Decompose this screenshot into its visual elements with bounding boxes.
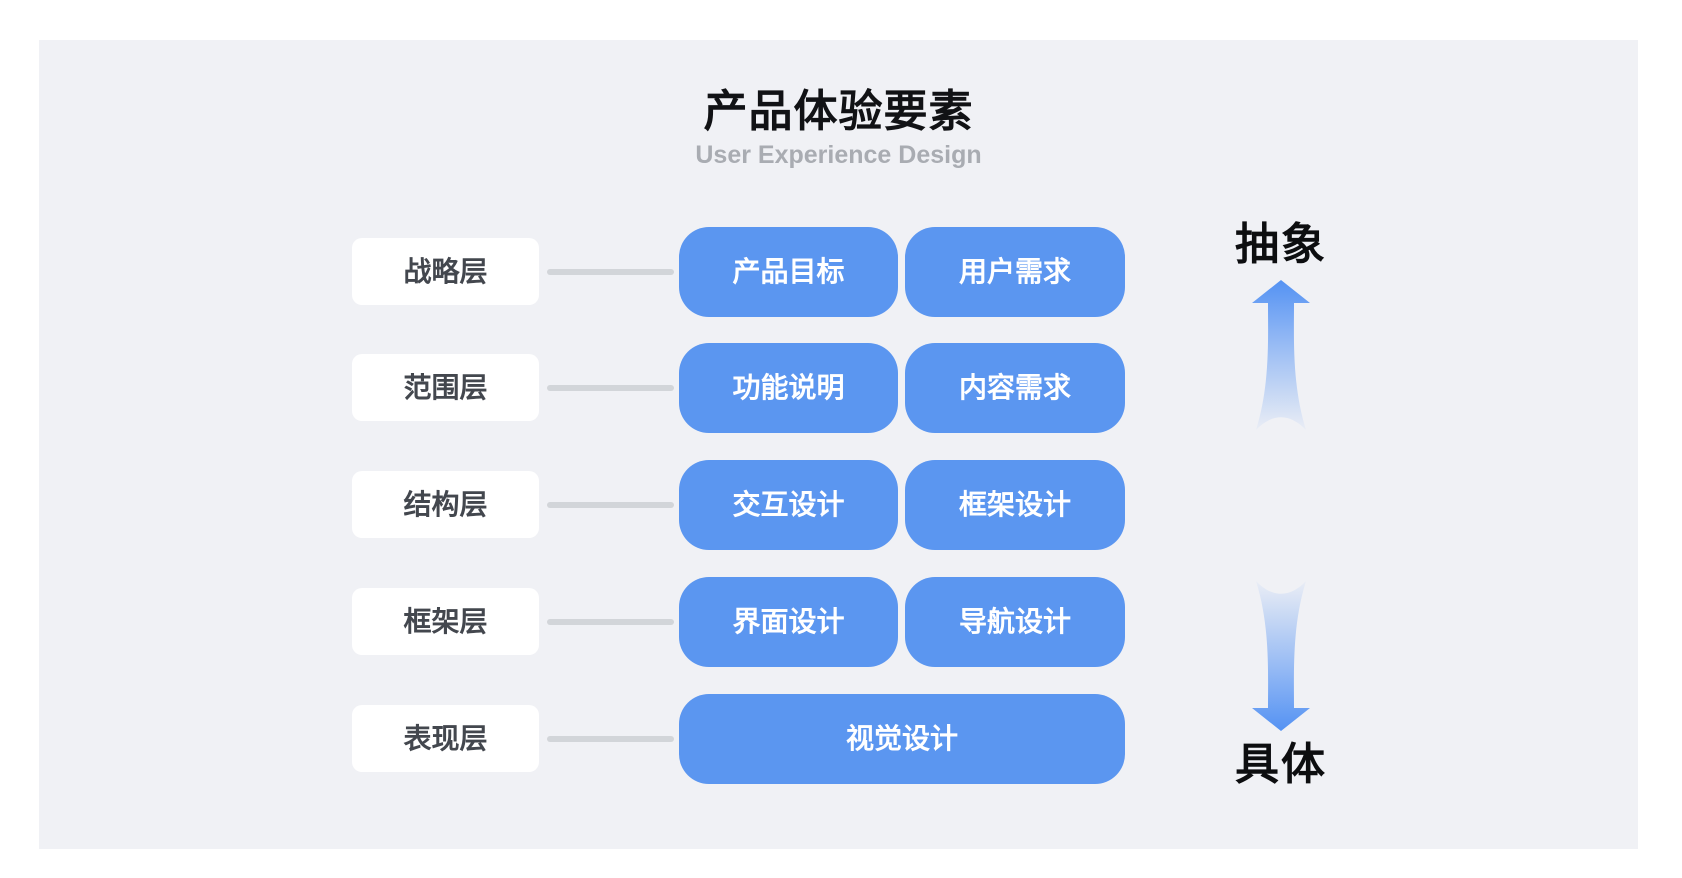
element-box: 导航设计 xyxy=(905,577,1125,667)
layer-label-box: 范围层 xyxy=(352,354,539,421)
layer-row-strategy: 战略层 产品目标 用户需求 xyxy=(39,227,1638,317)
layer-label-box: 结构层 xyxy=(352,471,539,538)
layer-row-skeleton: 框架层 界面设计 导航设计 xyxy=(39,577,1638,667)
element-box: 视觉设计 xyxy=(679,694,1125,784)
layer-label-box: 框架层 xyxy=(352,588,539,655)
element-box: 内容需求 xyxy=(905,343,1125,433)
layer-row-scope: 范围层 功能说明 内容需求 xyxy=(39,343,1638,433)
connector-line xyxy=(547,619,674,625)
page-title: 产品体验要素 xyxy=(703,87,974,136)
element-box: 框架设计 xyxy=(905,460,1125,550)
element-box: 交互设计 xyxy=(679,460,898,550)
up-arrow-icon xyxy=(1252,280,1310,430)
down-arrow-icon xyxy=(1252,581,1310,731)
element-box: 界面设计 xyxy=(679,577,898,667)
connector-line xyxy=(547,269,674,275)
element-box: 产品目标 xyxy=(679,227,898,317)
page-subtitle: User Experience Design xyxy=(695,141,982,169)
layer-label-box: 表现层 xyxy=(352,705,539,772)
concrete-label: 具体 xyxy=(1235,740,1327,789)
layer-row-surface: 表现层 视觉设计 xyxy=(39,694,1638,784)
connector-line xyxy=(547,736,674,742)
connector-line xyxy=(547,502,674,508)
diagram-canvas: 产品体验要素 User Experience Design 战略层 产品目标 用… xyxy=(39,40,1638,849)
layer-row-structure: 结构层 交互设计 框架设计 xyxy=(39,460,1638,550)
element-box: 功能说明 xyxy=(679,343,898,433)
layer-label-box: 战略层 xyxy=(352,238,539,305)
connector-line xyxy=(547,385,674,391)
abstract-label: 抽象 xyxy=(1235,220,1327,269)
element-box: 用户需求 xyxy=(905,227,1125,317)
